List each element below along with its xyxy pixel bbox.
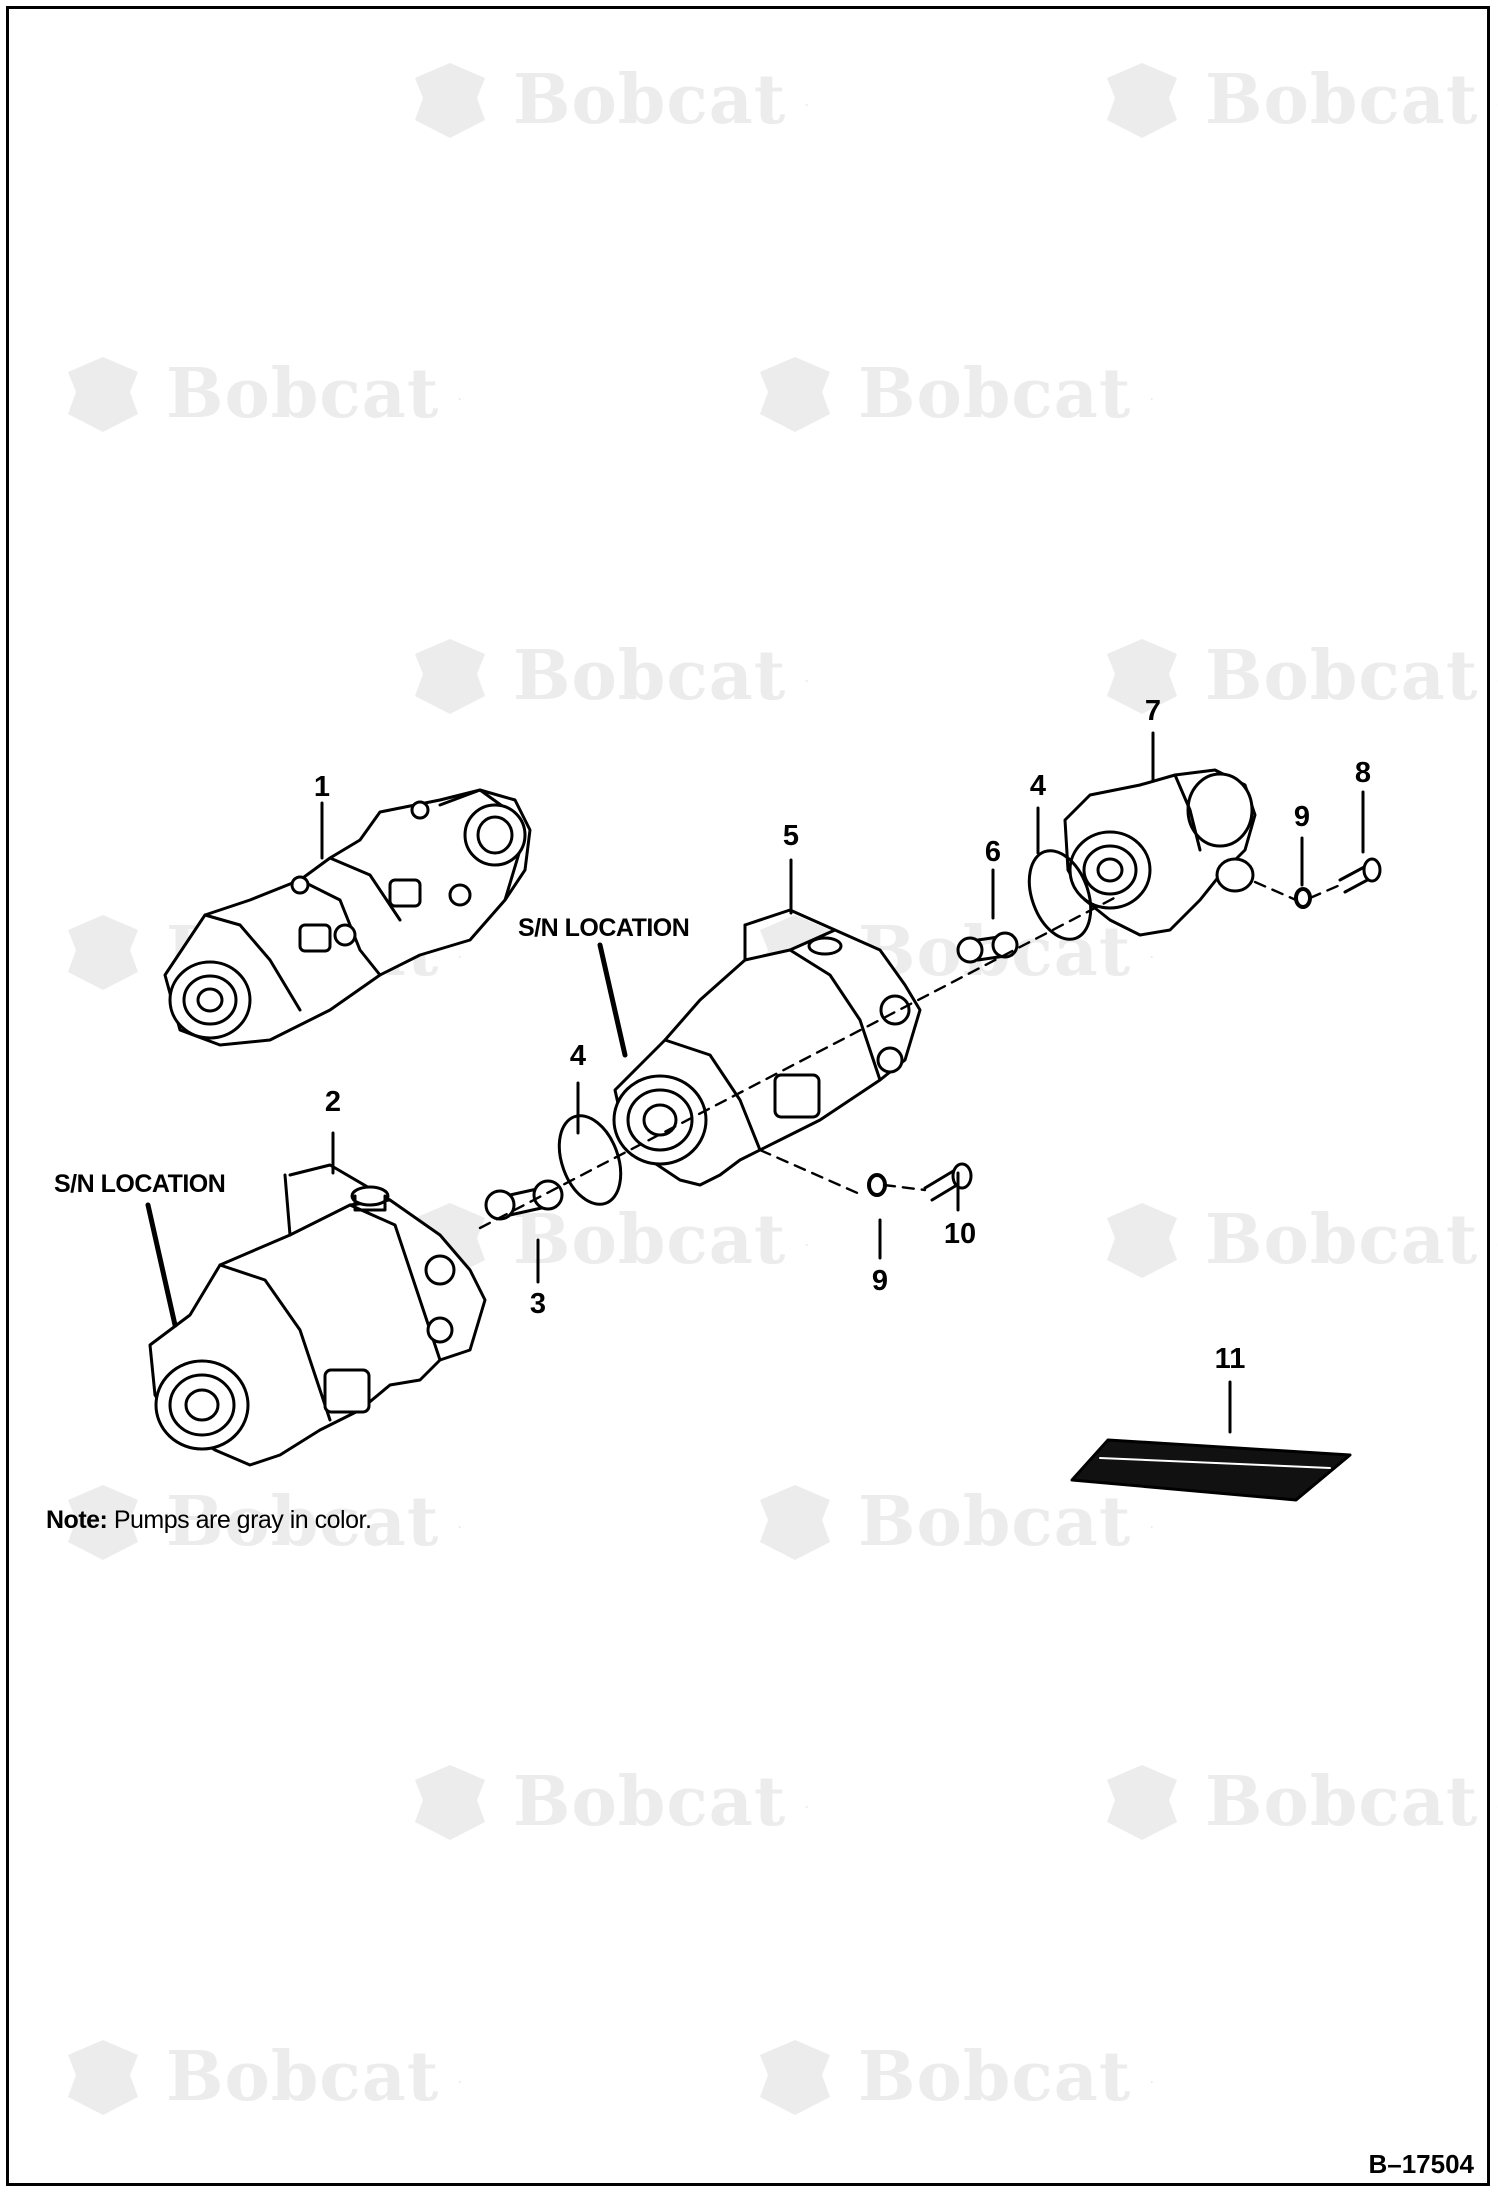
bobcat-watermark: Bobcat. xyxy=(750,352,1154,436)
assembly-axis-lines xyxy=(478,880,1342,1230)
rear-pump xyxy=(148,1163,487,1467)
callout-11: 11 xyxy=(1214,1343,1246,1375)
callout-9: 9 xyxy=(1293,801,1311,833)
coupler-3 xyxy=(484,1179,564,1221)
bolt-10 xyxy=(923,1162,973,1202)
note-text: Pumps are gray in color. xyxy=(113,1506,372,1534)
bobcat-watermark: Bobcat. xyxy=(1097,634,1498,718)
callout-3: 3 xyxy=(529,1288,547,1320)
bobcat-watermark: Bobcat. xyxy=(405,634,809,718)
bobcat-watermark: Bobcat. xyxy=(1097,1760,1498,1844)
coupler-6 xyxy=(956,931,1019,964)
bobcat-logo-icon xyxy=(68,1485,138,1560)
bobcat-logo-icon xyxy=(68,2040,138,2115)
bobcat-logo-icon xyxy=(1107,1203,1177,1278)
bobcat-logo-icon xyxy=(68,915,138,990)
bobcat-watermark: Bobcat. xyxy=(750,1480,1154,1564)
bobcat-watermark: Bobcat. xyxy=(405,1760,809,1844)
note-label: Note: xyxy=(46,1506,108,1534)
bobcat-watermark: Bobcat. xyxy=(1097,58,1498,142)
bobcat-logo-icon xyxy=(1107,639,1177,714)
bobcat-logo-icon xyxy=(415,639,485,714)
callout-6: 6 xyxy=(984,836,1002,868)
bobcat-watermark: Bobcat. xyxy=(1097,1198,1498,1282)
bobcat-watermark: Bobcat. xyxy=(58,352,462,436)
washer-9 xyxy=(1294,887,1312,909)
gear-pump xyxy=(1063,768,1257,937)
bobcat-logo-icon xyxy=(760,1485,830,1560)
sn-location-label: S/N LOCATION xyxy=(54,1170,226,1198)
figure-id: B–17504 xyxy=(1368,2149,1474,2179)
callout-10: 10 xyxy=(943,1218,977,1250)
bobcat-watermark: Bobcat. xyxy=(405,58,809,142)
bobcat-logo-icon xyxy=(415,63,485,138)
o-ring-4 xyxy=(557,1114,623,1206)
bobcat-logo-icon xyxy=(1107,1765,1177,1840)
bolt-8 xyxy=(1338,857,1382,894)
callout-4: 4 xyxy=(569,1040,587,1072)
callout-5: 5 xyxy=(782,820,800,852)
tandem-pump-assembly xyxy=(163,788,532,1047)
sn-location-label: S/N LOCATION xyxy=(518,914,690,942)
washer-9 xyxy=(867,1173,887,1197)
leader-lines xyxy=(145,731,1365,1434)
callout-2: 2 xyxy=(324,1086,342,1118)
decal-11 xyxy=(1070,1438,1352,1502)
bobcat-logo-icon xyxy=(760,2040,830,2115)
callout-9: 9 xyxy=(871,1265,889,1297)
callout-1: 1 xyxy=(313,771,331,803)
bobcat-logo-icon xyxy=(415,1765,485,1840)
front-pump xyxy=(612,908,922,1187)
bobcat-logo-icon xyxy=(760,357,830,432)
callout-7: 7 xyxy=(1144,695,1162,727)
bobcat-watermark: Bobcat. xyxy=(58,1480,462,1564)
bobcat-logo-icon xyxy=(1107,63,1177,138)
callout-8: 8 xyxy=(1354,757,1372,789)
color-note: Note: Pumps are gray in color. xyxy=(46,1506,372,1535)
o-ring-4 xyxy=(1027,849,1093,941)
bobcat-watermark: Bobcat. xyxy=(58,2035,462,2119)
callout-4: 4 xyxy=(1029,770,1047,802)
bobcat-logo-icon xyxy=(68,357,138,432)
bobcat-watermark: Bobcat. xyxy=(750,2035,1154,2119)
